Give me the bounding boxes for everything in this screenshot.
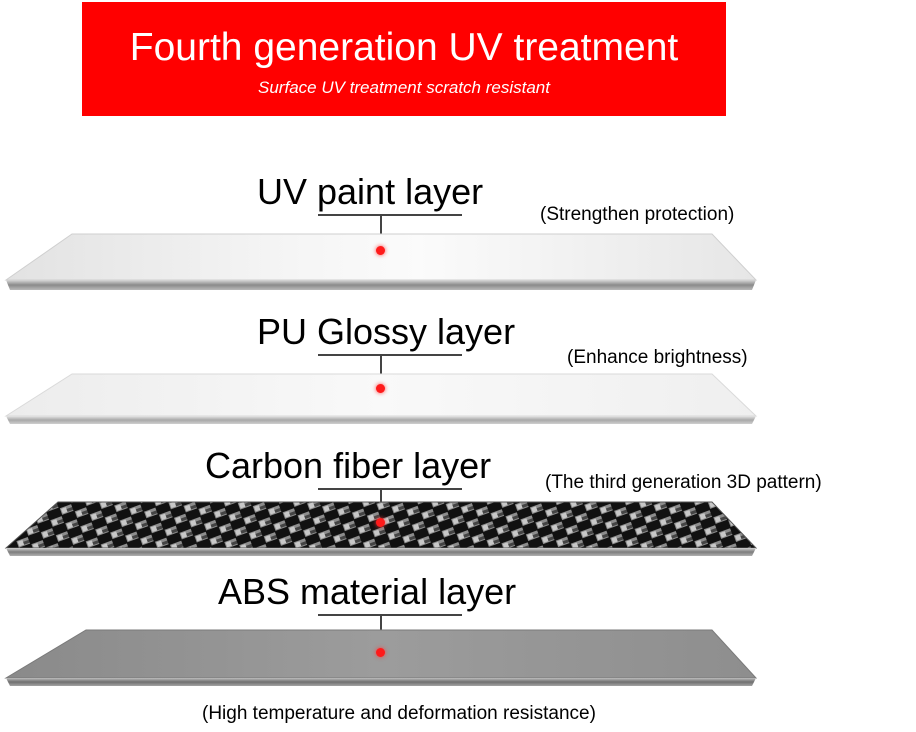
layer-4-marker	[376, 648, 385, 657]
layer-1-leader-line	[318, 214, 462, 216]
layer-2-note: (Enhance brightness)	[567, 347, 748, 368]
layer-4-plate	[4, 629, 758, 686]
layer-3-plate	[4, 501, 758, 556]
layer-1-leader-stem	[380, 214, 382, 250]
layer-2-title: PU Glossy layer	[257, 311, 516, 352]
layer-2-leader-stem	[380, 354, 382, 388]
banner-title: Fourth generation UV treatment	[129, 26, 679, 69]
layer-1-marker	[376, 246, 385, 255]
layer-1-title: UV paint layer	[257, 171, 484, 212]
layer-1-plate	[4, 233, 758, 290]
header-banner: Fourth generation UV treatment Surface U…	[82, 2, 726, 116]
banner-subtitle: Surface UV treatment scratch resistant	[258, 78, 550, 97]
layer-4-title: ABS material layer	[218, 571, 517, 612]
layer-2-plate	[4, 373, 758, 424]
layer-3-note: (The third generation 3D pattern)	[545, 472, 822, 493]
layer-4-note: (High temperature and deformation resist…	[202, 703, 596, 724]
layer-2-marker	[376, 384, 385, 393]
layer-1-note: (Strengthen protection)	[540, 204, 735, 225]
layer-4-leader-line	[318, 614, 462, 616]
layer-2-leader-line	[318, 354, 462, 356]
layer-3-title: Carbon fiber layer	[205, 445, 492, 486]
layer-3-leader-line	[318, 488, 462, 490]
layer-3-marker	[376, 518, 385, 527]
